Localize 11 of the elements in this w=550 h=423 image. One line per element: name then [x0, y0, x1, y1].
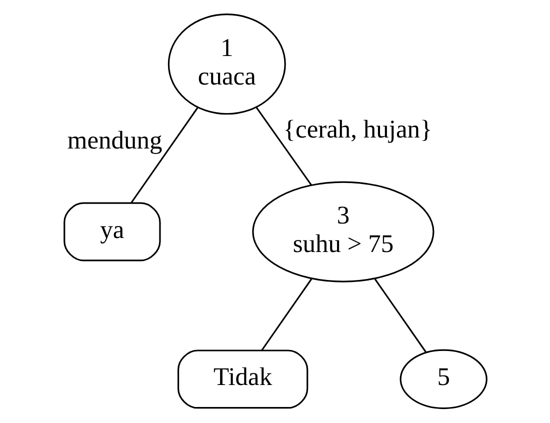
connector: [260, 278, 312, 351]
connector: [255, 106, 312, 186]
node-ellipse: 3 suhu > 75: [252, 181, 434, 282]
node-box: Tidak: [177, 350, 308, 409]
node-ellipse: 1 cuaca: [167, 14, 286, 115]
edge-label: mendung: [66, 125, 162, 154]
node-box: ya: [63, 202, 160, 262]
connector: [374, 278, 426, 353]
node-ellipse: 5: [399, 349, 487, 410]
edge-label: {cerah, hujan}: [282, 114, 432, 144]
connector: [130, 107, 198, 204]
